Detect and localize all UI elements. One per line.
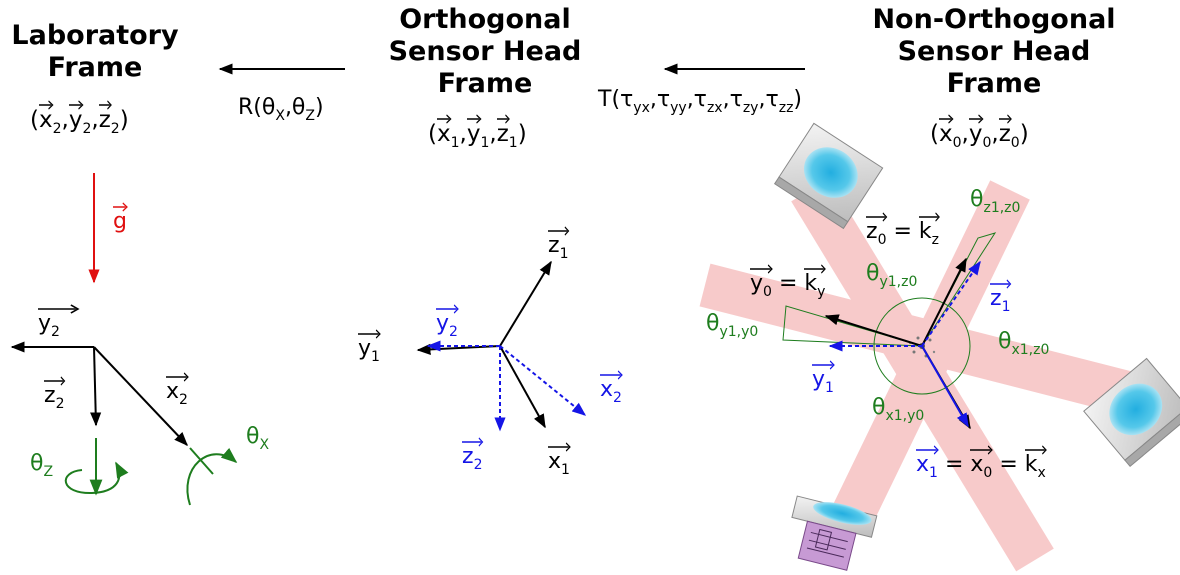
nonorth-title-line2: Sensor Head [897, 36, 1091, 67]
nonorth-y0-axis [824, 314, 923, 347]
orth-x2-blue-axis [499, 345, 587, 416]
nonorth-z1-blue-axis [921, 260, 981, 347]
nonorth-z0-axis [921, 257, 967, 347]
nonorth-frame-title: Non-Orthogonal Sensor Head Frame [858, 4, 1130, 100]
rotation-label: R(θX,θZ) [238, 95, 324, 124]
nonorth-title-line3: Frame [946, 68, 1042, 99]
orth-frame-title: Orthogonal Sensor Head Frame [380, 4, 590, 100]
nonorth-x-equation: x1 = x0 = kx [916, 445, 1047, 480]
T-label: T(τyx,τyy,τzx,τzy,τzz) [598, 87, 803, 116]
nonorth-y1-label: y1 [812, 360, 835, 395]
theta-x1z0-label: θx1,z0 [998, 329, 1050, 358]
lab-y2-label: y2 [38, 304, 80, 339]
orth-x2-label: x2 [600, 370, 623, 405]
lab-theta-z-label: θZ [30, 451, 54, 480]
orth-y1-axis [416, 343, 501, 355]
theta-z1z0-label: θz1,z0 [970, 187, 1021, 216]
orth-y1-label: y1 [358, 329, 381, 364]
theta-y1y0-label: θy1,y0 [706, 311, 759, 340]
gravity-label: g [113, 202, 128, 234]
nonorth-x1-blue-axis [921, 345, 969, 428]
angle-circle [873, 297, 971, 395]
nonorth-title-line1: Non-Orthogonal [872, 4, 1116, 35]
lab-z2-label: z2 [44, 376, 66, 411]
lab-title-line1: Laboratory [11, 20, 179, 51]
lab-frame-title: Laboratory Frame [2, 20, 188, 84]
angle-wedge-y1y0 [782, 305, 923, 347]
orth-x1-axis [499, 345, 546, 429]
lab-z2-axis [90, 346, 102, 427]
nonorth-z1-label: z1 [990, 279, 1012, 314]
theta-y1z0-label: θy1,z0 [866, 261, 918, 290]
laser-beams [699, 178, 1141, 572]
lab-x2-label: x2 [166, 372, 189, 407]
nonorth-y0-label: y0 = ky [750, 264, 827, 299]
orth-z2-label: z2 [462, 437, 484, 472]
lab-x2-axis [93, 346, 188, 447]
theta-x1y0-label: θx1,y0 [872, 395, 925, 424]
theta-x-axis-line [189, 447, 214, 475]
orth-z1-label: z1 [548, 226, 570, 261]
theta-z-rotation-icon [64, 461, 129, 495]
orth-title-line1: Orthogonal [399, 4, 571, 35]
nonorth-z0-label: z0 = kz [866, 212, 940, 247]
orth-x1-label: x1 [548, 442, 571, 477]
lab-theta-x-label: θX [246, 424, 270, 453]
orth-title-line3: Frame [437, 68, 533, 99]
sensor-head-top [773, 122, 884, 230]
orth-y2-label: y2 [436, 304, 459, 339]
orth-z1-axis [499, 260, 552, 347]
orth-title-line2: Sensor Head [388, 36, 582, 67]
lab-title-line2: Frame [47, 52, 143, 83]
sensor-head-right [1083, 357, 1180, 468]
beam-z [830, 180, 1030, 530]
sensor-head-bottom [791, 495, 878, 571]
theta-x-rotation-icon [186, 447, 238, 506]
